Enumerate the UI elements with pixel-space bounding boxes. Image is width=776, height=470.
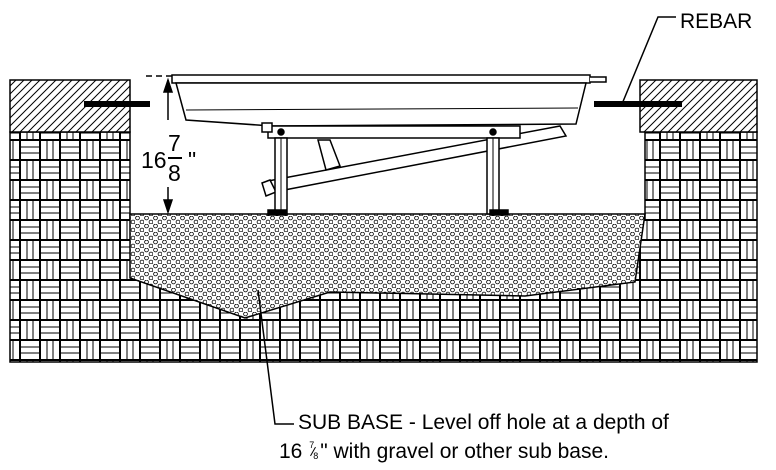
dimension-fraction-bar [168,157,182,159]
dimension-whole: 16 [141,147,167,173]
note-fraction-denominator: 8 [313,451,319,462]
note-line2-text: " with gravel or other sub base. [320,440,609,463]
tub-shell [171,74,607,127]
subbase-note-line1: SUB BASE - Level off hole at a depth of [298,411,669,434]
note-fraction-whole: 16 [279,440,309,463]
dimension-denominator: 8 [168,160,181,186]
note-fraction-numerator: 7 [309,440,315,451]
rebar-label: REBAR [680,10,753,33]
dimension-numerator: 7 [168,130,181,156]
stand-frame [261,122,568,216]
leader-lines [257,16,676,425]
dimension-unit: " [188,147,197,173]
dimension-line [146,75,174,215]
